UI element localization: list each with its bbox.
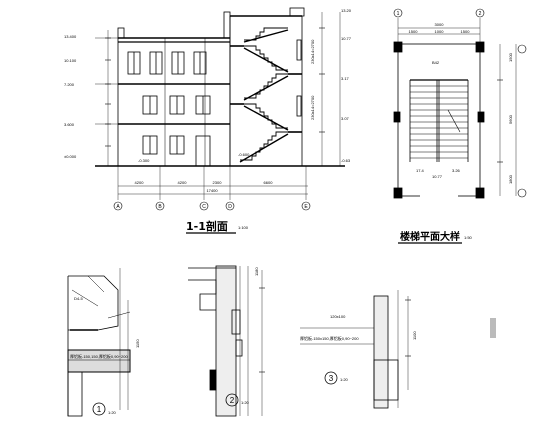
axis-b: B [158, 204, 162, 210]
span-dim: 2300 [213, 180, 223, 185]
level-label: -0.600 [238, 152, 250, 157]
detail-3-drawing [300, 290, 411, 409]
detail-3-dim: 1100 [412, 331, 417, 340]
level-label: 10.100 [64, 58, 77, 63]
plan-label: 3.26 [452, 168, 461, 173]
detail-1-note-b: 厚铝板-150,150,厚铝板0,90~200 [70, 353, 128, 359]
plan-top-dim: 3000 [435, 22, 445, 27]
section-drawing [95, 7, 345, 200]
detail-2-dim: 1180 [254, 267, 259, 276]
axis-a: A [116, 204, 120, 210]
stair-plan-drawing [393, 18, 517, 199]
detail-3-number: 3 [329, 374, 334, 383]
plan-label: 17.4 [416, 168, 425, 173]
plan-axis-bubbles [393, 8, 527, 198]
plan-top-sub: 1500 [461, 29, 471, 34]
detail-2-scale: 1:20 [241, 400, 250, 405]
level-label: 3.17 [341, 76, 350, 81]
detail-1-number: 1 [97, 405, 102, 414]
section-axis-bubbles [113, 201, 311, 211]
detail-1-note-a: D4-5 [74, 296, 83, 301]
detail-2-drawing [188, 265, 265, 417]
stair-dim: 230x14=2700 [310, 95, 315, 120]
level-label: 3.07 [341, 116, 350, 121]
level-label: 13.400 [64, 34, 77, 39]
level-label: 3.600 [64, 122, 75, 127]
span-dim: 6600 [264, 180, 274, 185]
detail-1-drawing [67, 268, 131, 417]
level-label: 10.77 [341, 36, 352, 41]
axis-e: E [304, 204, 308, 210]
detail-3-note-a: 120x100 [330, 314, 346, 319]
detail-3-note-b: 厚铝板-150x150,厚铝板0,90~200 [300, 335, 359, 341]
level-label: -0.300 [138, 158, 150, 163]
plan-top-sub: 1500 [409, 29, 419, 34]
detail-2-bubble [225, 393, 239, 407]
level-label: 13.20 [341, 8, 352, 13]
section-scale: 1:100 [238, 225, 249, 230]
detail-1-scale: 1:20 [108, 410, 117, 415]
plan-side-dim: 1800 [508, 174, 513, 184]
plan-top-sub: 1000 [435, 29, 445, 34]
detail-3-scale: 1:20 [340, 377, 349, 382]
edge-marker [490, 318, 496, 338]
plan-side-dim: 1500 [508, 52, 513, 62]
detail-1-dim: 1150 [135, 339, 140, 348]
span-dim: 4200 [135, 180, 145, 185]
level-label: ±0.000 [64, 154, 77, 159]
plan-axis: 1 [397, 11, 400, 17]
level-label: 7.200 [64, 82, 75, 87]
plan-label: B42 [432, 60, 440, 65]
total-dim: 17400 [206, 188, 218, 193]
plan-scale: 1:50 [464, 235, 473, 240]
plan-label: 10.77 [432, 174, 443, 179]
stair-dim: 230x14=2700 [310, 39, 315, 64]
span-dim: 4200 [178, 180, 188, 185]
detail-1-bubble [92, 402, 106, 416]
plan-side-dim: 5600 [508, 114, 513, 124]
axis-d: D [228, 204, 232, 210]
axis-c: C [202, 204, 206, 210]
plan-axis: 2 [479, 11, 482, 17]
detail-3-bubble [324, 371, 338, 385]
plan-title: 楼梯平面大样 [400, 230, 460, 243]
detail-2-number: 2 [230, 396, 235, 405]
section-title: 1-1剖面 [186, 219, 228, 233]
level-label: -0.63 [341, 158, 351, 163]
